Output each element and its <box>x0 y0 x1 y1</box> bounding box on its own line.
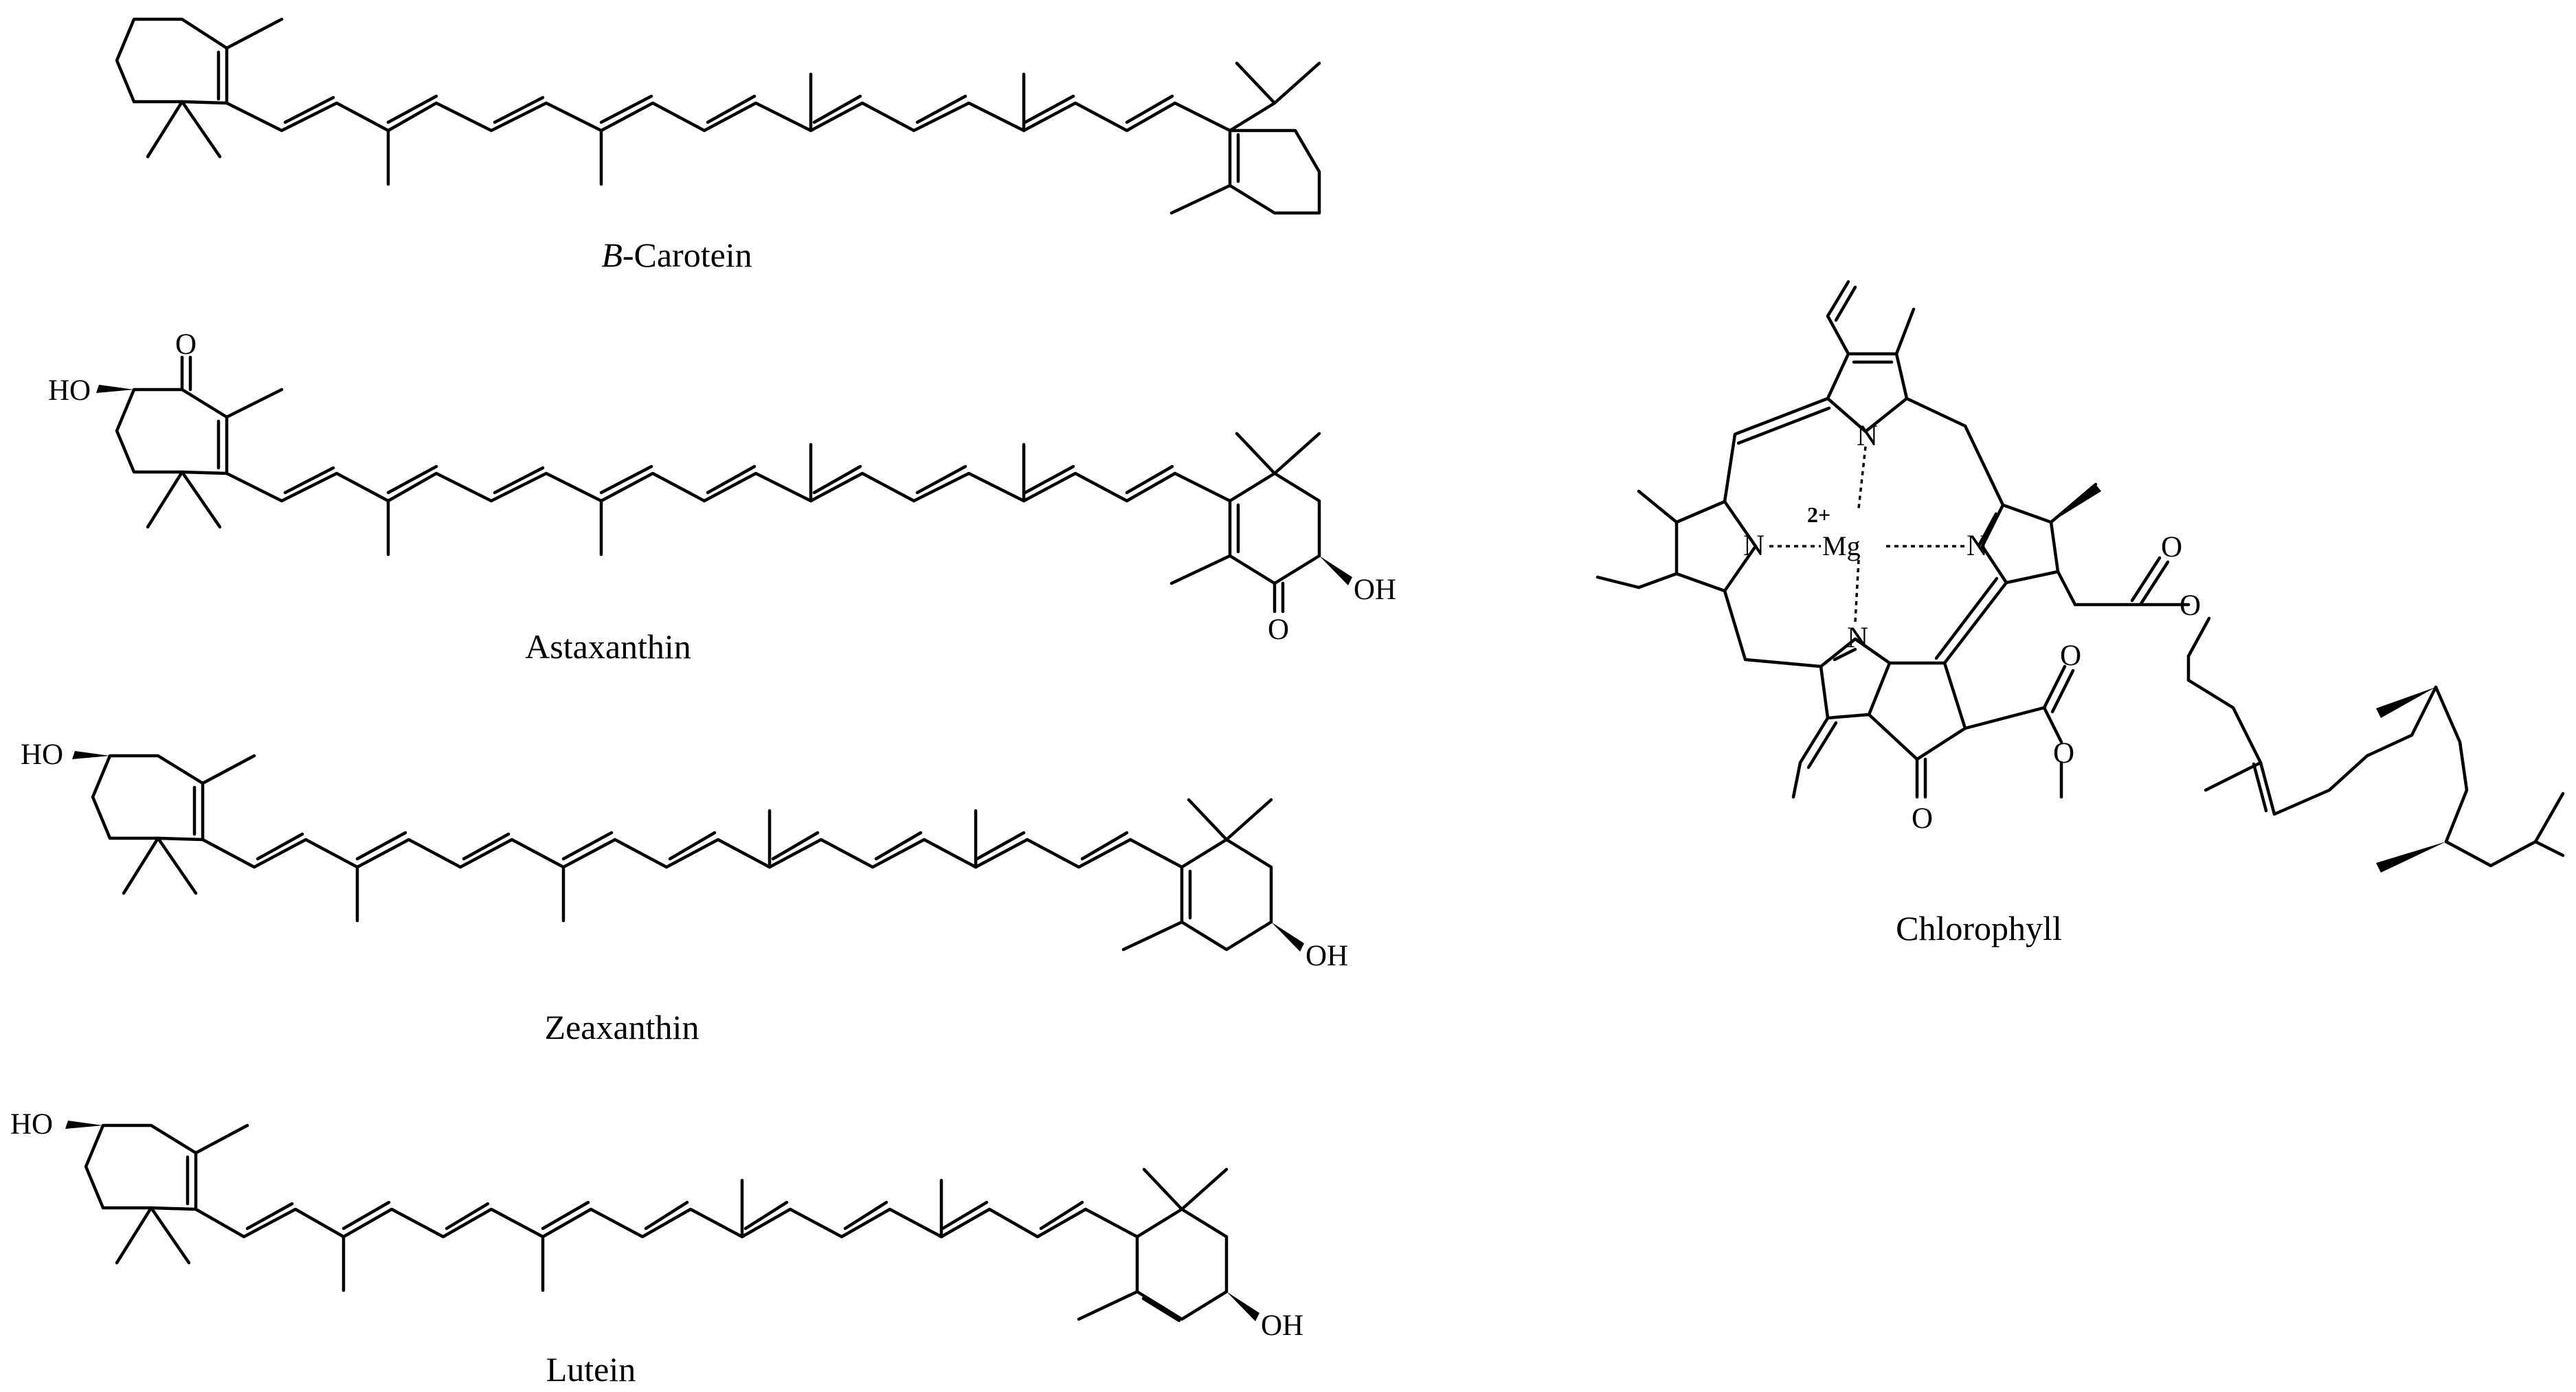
lutein-caption: Lutein <box>546 1350 636 1389</box>
stereo-wedge <box>1319 556 1352 585</box>
astaxanthin-o-right-label: O <box>1268 614 1289 646</box>
chlorophyll-o-ester-a-label: O <box>2053 737 2074 770</box>
chlorophyll-o-ester-b-label: O <box>2180 590 2201 622</box>
lutein-structure <box>65 1121 1259 1323</box>
stereo-wedge <box>2376 687 2436 718</box>
astaxanthin-oh-label: OH <box>1354 574 1396 606</box>
zeaxanthin-structure <box>72 751 1304 952</box>
astaxanthin-o-left-label: O <box>175 328 197 361</box>
chlorophyll-structure <box>1595 280 2565 873</box>
astaxanthin-structure <box>96 355 1352 614</box>
chlorophyll-n-right-label: N <box>1967 530 1988 562</box>
zeaxanthin-oh-label: OH <box>1306 940 1348 972</box>
stereo-wedge <box>72 751 110 759</box>
lutein-oh-label: OH <box>1261 1310 1303 1342</box>
beta-carotene-caption: B-Carotein <box>601 236 752 274</box>
chlorophyll-n-bottom-label: N <box>1847 622 1868 654</box>
stereo-wedge <box>96 385 134 393</box>
lutein-ho-label: HO <box>10 1108 53 1141</box>
chlorophyll-caption: Chlorophyll <box>1896 909 2062 947</box>
stereo-wedge <box>65 1121 103 1129</box>
zeaxanthin-ho-label: HO <box>21 739 63 771</box>
stereo-wedge <box>1227 1292 1259 1321</box>
chlorophyll-mg-label: Mg <box>1822 530 1861 561</box>
chlorophyll-o-carbonyl-a-label: O <box>2060 640 2081 672</box>
chlorophyll-charge-label: 2+ <box>1807 502 1830 527</box>
chlorophyll-n-top-label: N <box>1857 420 1878 452</box>
astaxanthin-caption: Astaxanthin <box>525 627 691 666</box>
stereo-wedge <box>1271 922 1304 952</box>
beta-carotene-structure <box>115 17 1321 215</box>
stereo-wedge <box>2051 484 2101 522</box>
zeaxanthin-caption: Zeaxanthin <box>545 1008 699 1046</box>
chlorophyll-n-left-label: N <box>1743 530 1765 562</box>
chlorophyll-o-ketone-label: O <box>1912 802 1933 835</box>
chlorophyll-o-carbonyl-b-label: O <box>2161 531 2182 563</box>
stereo-wedge <box>2376 842 2446 873</box>
astaxanthin-ho-label: HO <box>48 374 91 407</box>
